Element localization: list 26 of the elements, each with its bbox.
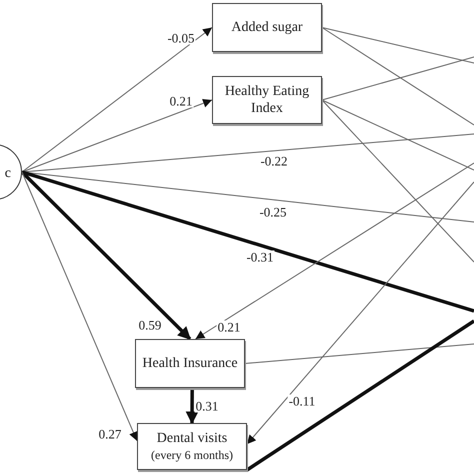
variable-box [212, 3, 322, 52]
coefficient-label: -0.22 [259, 154, 289, 168]
variable-note: (every 6 months) [150, 448, 234, 463]
coefficient-label: 0.27 [98, 428, 122, 440]
path-arrow [195, 162, 474, 340]
coefficient-label: -0.05 [166, 32, 196, 44]
coefficient-label: 0.59 [138, 318, 162, 332]
coefficient-label: -0.31 [245, 250, 275, 264]
variable-box [135, 339, 245, 388]
variable-label: Healthy Eating Index [224, 82, 310, 118]
variable-label: Health Insurance [141, 354, 239, 372]
variable-box [137, 423, 247, 470]
variable-label: Added sugar [230, 18, 304, 36]
path-arrow [22, 98, 212, 172]
variable-box [212, 76, 322, 124]
coefficient-label: -0.11 [288, 394, 316, 408]
path-arrow [22, 27, 212, 172]
path-arrow [22, 172, 138, 442]
coefficient-label: -0.25 [258, 206, 288, 218]
path-arrow [246, 182, 474, 445]
thick-path-arrow [186, 388, 199, 424]
coefficient-label: 0.21 [168, 94, 194, 108]
variable-label: Dental visits [156, 430, 228, 448]
coefficient-label: 0.31 [194, 400, 220, 412]
variable-label: c [4, 165, 11, 183]
coefficient-label: 0.21 [216, 320, 242, 334]
